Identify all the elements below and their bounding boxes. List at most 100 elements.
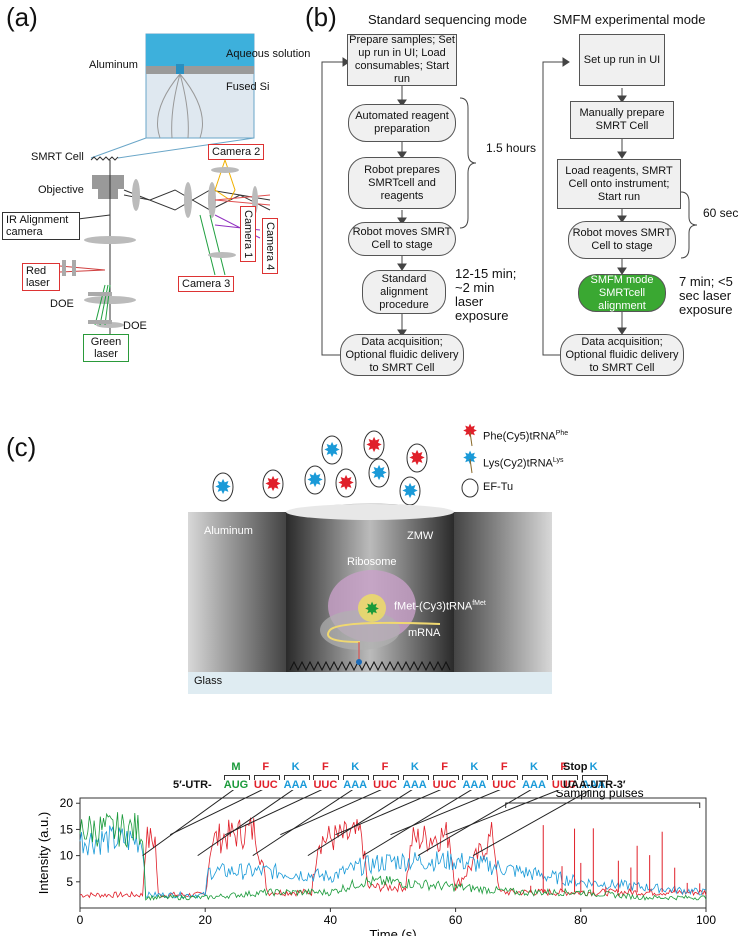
- amino-acid-label: K: [589, 761, 598, 773]
- smfm-step-robot-moves: Robot moves SMRT Cell to stage: [568, 221, 676, 259]
- svg-text:✸: ✸: [462, 448, 477, 468]
- codon-arrow: [390, 790, 501, 836]
- codon-label: AAA: [581, 779, 606, 791]
- sampling-bracket: [505, 802, 701, 808]
- codon-label: AAA: [283, 779, 308, 791]
- codon-label: AUG: [223, 779, 249, 791]
- svg-text:✸: ✸: [364, 599, 379, 619]
- svg-text:✸: ✸: [214, 477, 231, 497]
- label-camera-3: Camera 3: [178, 276, 235, 292]
- std-step-standard-alignment: Standard alignment procedure: [362, 270, 446, 314]
- x-tick-label: 100: [696, 913, 716, 927]
- label-ribosome: Ribosome: [347, 556, 397, 568]
- codon-arrow: [445, 790, 561, 836]
- amino-acid-label: K: [470, 761, 479, 773]
- codon-arrow: [335, 790, 442, 836]
- amino-acid-label: F: [381, 761, 389, 773]
- codon-arrow: [472, 790, 592, 857]
- codon-label: AAA: [522, 779, 546, 791]
- panel-a-optics-diagram: [59, 33, 271, 360]
- legend-phe-label: Phe(Cy5)tRNAPhe: [483, 430, 568, 443]
- codon-label: UUC: [551, 779, 576, 791]
- codon-arrow: [169, 790, 263, 836]
- std-time-label: 1.5 hours: [486, 141, 537, 155]
- codon-label: UUC: [313, 779, 338, 791]
- x-tick-label: 80: [574, 913, 588, 927]
- codon-arrow: [417, 790, 532, 857]
- codon-bracket: [253, 775, 280, 780]
- codon-bracket: [343, 775, 370, 780]
- label-smrt-cell: SMRT Cell: [31, 151, 84, 163]
- label-ir-alignment-camera: IR Alignment camera: [2, 212, 80, 240]
- legend-lys-text: Lys(Cy2)tRNA: [483, 457, 553, 470]
- amino-acid-label: F: [262, 761, 270, 773]
- svg-text:✸: ✸: [408, 448, 425, 468]
- label-red-laser: Red laser: [22, 263, 60, 291]
- codon-arrow: [197, 790, 294, 857]
- codon-arrow: [362, 790, 473, 857]
- codon-arrow: [225, 790, 323, 836]
- label-doe-1: DOE: [50, 298, 74, 310]
- amino-acid-label: K: [351, 761, 360, 773]
- y-tick-label: 15: [60, 822, 74, 836]
- codon-label: UUC: [492, 779, 517, 791]
- svg-text:✸: ✸: [401, 481, 418, 501]
- x-axis-label: Time (s): [369, 927, 416, 936]
- smfm-step-data-acquisition: Data acquisition; Optional fluidic deliv…: [560, 334, 684, 376]
- standard-mode-title: Standard sequencing mode: [368, 12, 528, 27]
- stop-label: Stop: [563, 761, 588, 773]
- codon-label: UUC: [373, 779, 397, 791]
- panel-label-c: (c): [6, 432, 37, 462]
- codon-bracket: [283, 775, 310, 780]
- codon-bracket: [313, 775, 340, 780]
- panel-c-zmw-illustration: ✸✸ ✸✸ ✸✸ ✸✸ ✸ ✸ ✸ ✸: [188, 421, 552, 694]
- std-step-prepare-samples: Prepare samples; Set up run in UI; Load …: [347, 34, 457, 86]
- label-mrna: mRNA: [408, 627, 441, 639]
- label-fmet-sup: fMet: [472, 600, 486, 607]
- svg-text:✸: ✸: [462, 421, 477, 441]
- svg-text:✸: ✸: [370, 463, 387, 483]
- panel-b-flow-arrows: [321, 57, 698, 356]
- smfm-step-load-reagents: Load reagents, SMRT Cell onto instrument…: [557, 159, 681, 209]
- codon-bracket: [492, 775, 519, 780]
- x-tick-label: 0: [77, 913, 84, 927]
- label-zmw: ZMW: [407, 530, 434, 542]
- codon-label: UUC: [253, 779, 278, 791]
- std-step-robot-moves: Robot moves SMRT Cell to stage: [348, 222, 456, 256]
- series-line: [79, 812, 707, 901]
- label-aluminum-c: Aluminum: [204, 525, 253, 537]
- label-camera-1: Camera 1: [240, 206, 256, 263]
- amino-acid-label: F: [441, 761, 448, 773]
- plot-frame: [79, 797, 707, 909]
- label-green-laser: Green laser: [83, 334, 129, 362]
- svg-text:✸: ✸: [306, 470, 323, 490]
- smfm-time-label: 60 sec: [703, 206, 739, 220]
- smfm-align-time-label: 7 min; <5 sec laser exposure: [679, 274, 733, 317]
- y-tick-label: 20: [60, 796, 74, 810]
- legend-phe-text: Phe(Cy5)tRNA: [483, 430, 556, 443]
- svg-text:✸: ✸: [337, 473, 354, 493]
- y-tick-label: 5: [66, 875, 73, 889]
- amino-acid-label: F: [500, 761, 508, 773]
- codon-label: UUC: [432, 779, 457, 791]
- std-align-time-label: 12-15 min; ~2 min laser exposure: [455, 266, 517, 323]
- label-objective: Objective: [38, 184, 84, 196]
- label-camera-4: Camera 4: [262, 218, 278, 275]
- label-glass: Glass: [194, 675, 223, 687]
- legend-phe-sup: Phe: [555, 430, 569, 437]
- codon-bracket: [224, 775, 250, 780]
- codon-bracket: [432, 775, 459, 780]
- y-axis-label: Intensity (a.u.): [36, 812, 51, 894]
- smfm-step-manual-prepare: Manually prepare SMRT Cell: [570, 101, 674, 139]
- codon-arrow: [252, 790, 354, 857]
- codon-arrow: [280, 790, 382, 836]
- std-step-robot-prepares: Robot prepares SMRTcell and reagents: [348, 157, 456, 209]
- utr5-label: 5′-UTR-: [173, 779, 212, 791]
- panel-label-a: (a): [6, 2, 38, 32]
- codon-bracket: [462, 775, 489, 780]
- y-tick-label: 10: [60, 849, 74, 863]
- smfm-mode-title: SMFM experimental mode: [553, 12, 706, 27]
- panel-label-b: (b): [305, 2, 337, 32]
- x-tick-label: 40: [324, 913, 338, 927]
- label-fmet: fMet-(Cy3)tRNAfMet: [394, 600, 486, 613]
